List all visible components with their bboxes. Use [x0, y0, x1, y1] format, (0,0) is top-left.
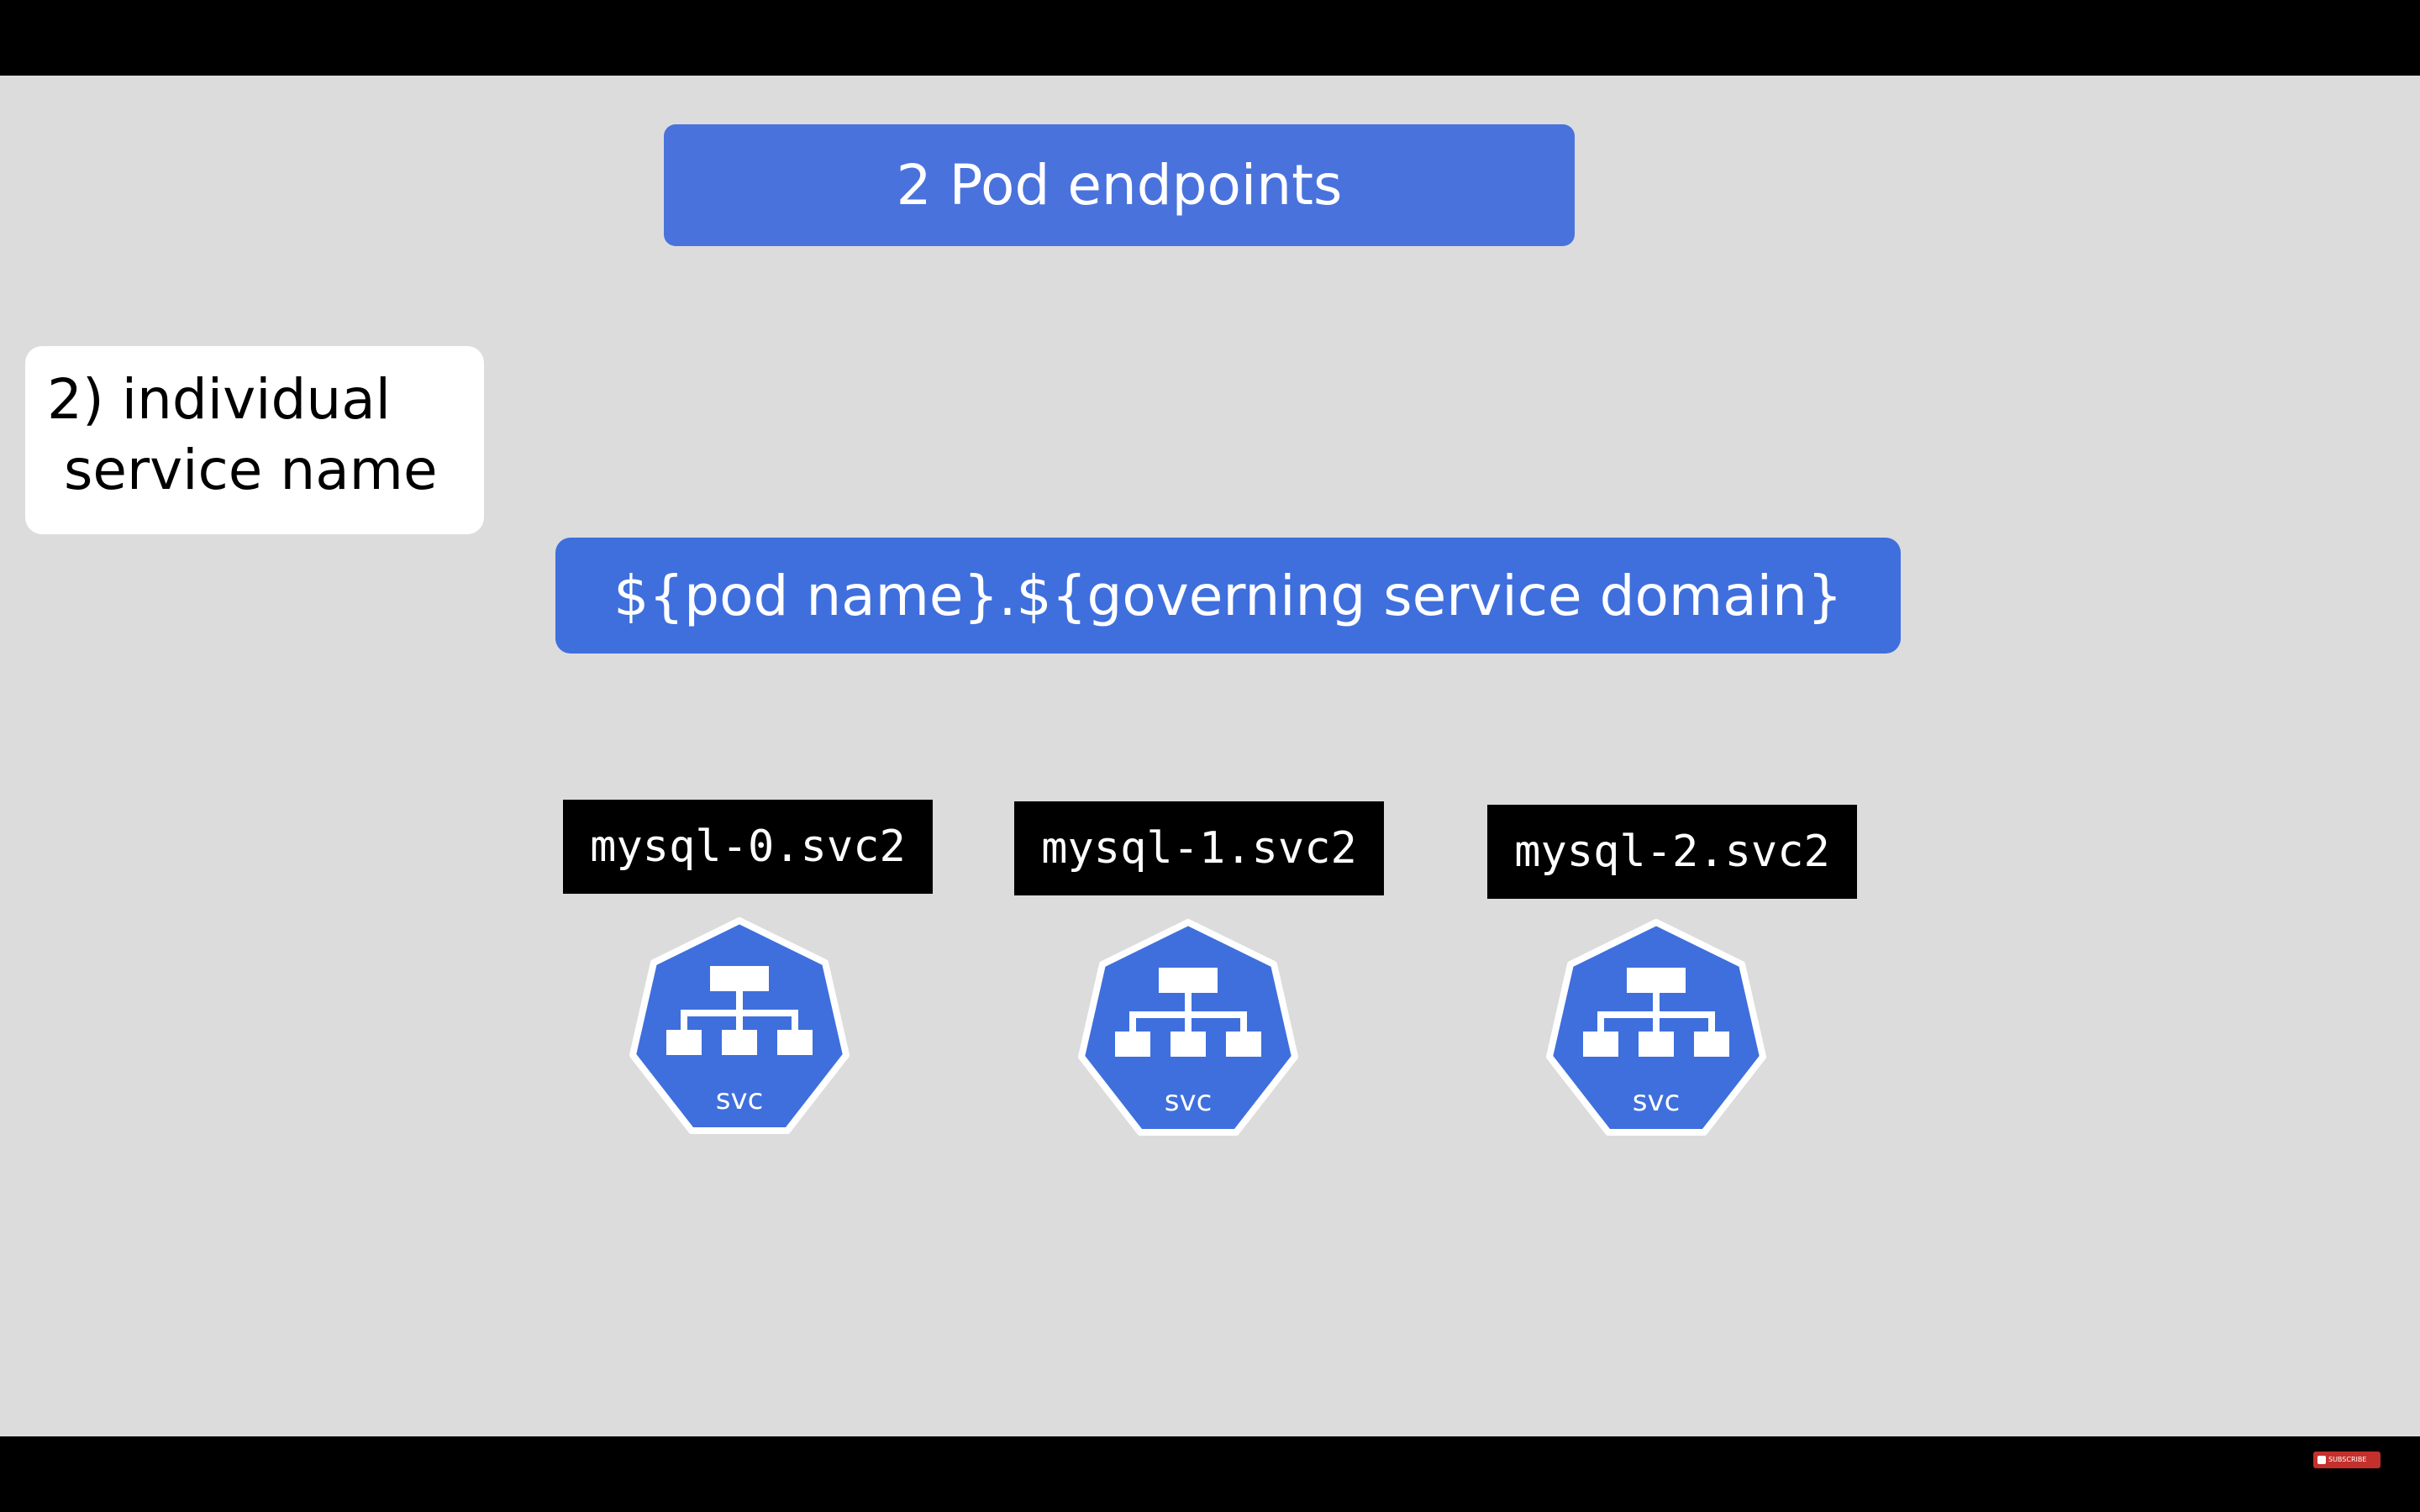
note-line-1: 2) individual	[47, 367, 392, 432]
title-text: 2 Pod endpoints	[896, 153, 1343, 218]
pod-label: mysql-0.svc2	[563, 800, 933, 894]
svc-icon-text: svc	[1633, 1084, 1681, 1118]
svc-icon-text: svc	[716, 1083, 764, 1116]
svc-icon-text: svc	[1165, 1084, 1213, 1118]
subscribe-icon	[2317, 1456, 2326, 1464]
kubernetes-svc-icon: svc	[1546, 919, 1766, 1136]
pod-label: mysql-2.svc2	[1487, 805, 1857, 899]
letterbox-bottom	[0, 1436, 2420, 1512]
note-line-2: service name	[64, 438, 438, 502]
pod-label: mysql-1.svc2	[1014, 801, 1384, 895]
title-box: 2 Pod endpoints	[664, 124, 1575, 246]
formula-text: ${pod name}.${governing service domain}	[613, 563, 1843, 628]
kubernetes-svc-icon: svc	[629, 917, 850, 1134]
subscribe-label: SUBSCRIBE	[2328, 1456, 2367, 1463]
subscribe-button[interactable]: SUBSCRIBE	[2313, 1452, 2381, 1468]
kubernetes-svc-icon: svc	[1078, 919, 1298, 1136]
slide: 2 Pod endpoints 2) individual service na…	[0, 76, 2420, 1436]
formula-box: ${pod name}.${governing service domain}	[555, 538, 1901, 654]
letterbox-top	[0, 0, 2420, 76]
note-box: 2) individual service name	[25, 346, 484, 534]
